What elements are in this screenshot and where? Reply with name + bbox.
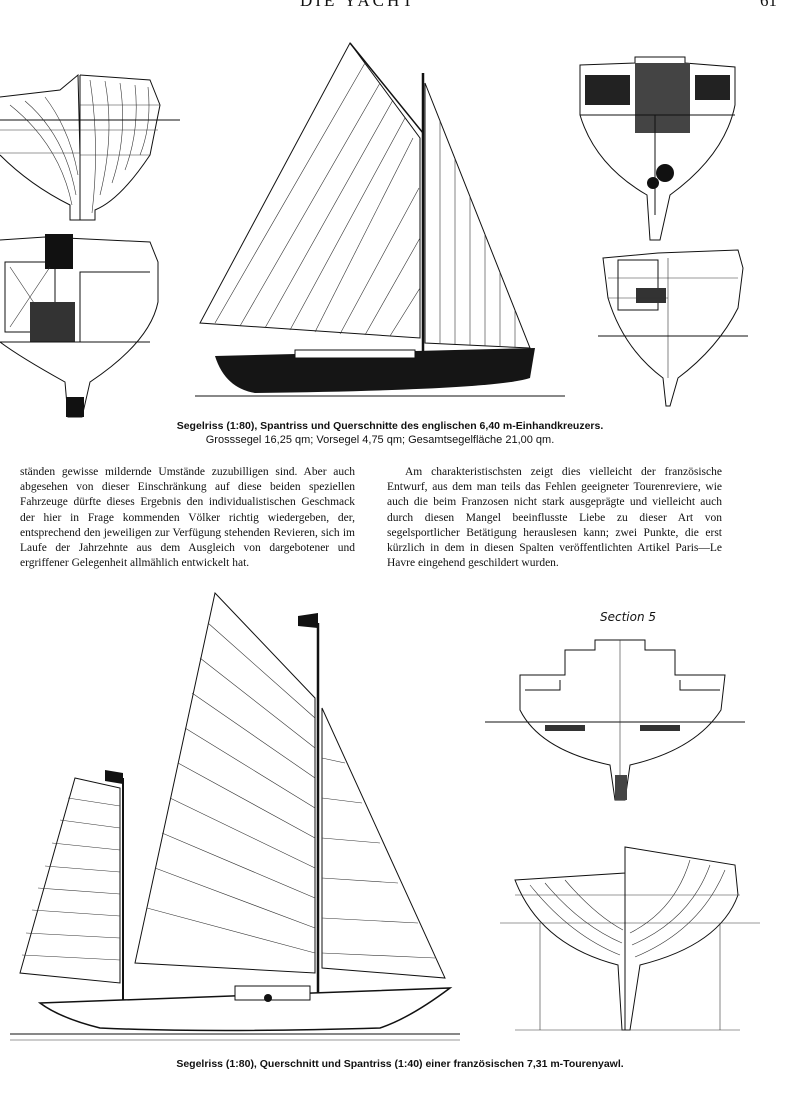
figure1-caption-title: Segelriss (1:80), Spantriss und Querschn… bbox=[176, 420, 604, 432]
cross-section-5-drawing bbox=[485, 639, 745, 801]
body-plan-drawing-top-left bbox=[0, 73, 180, 221]
section-5-label: Section 5 bbox=[600, 610, 657, 624]
sail-plan-french-yawl bbox=[10, 591, 460, 1041]
figure2-caption: Segelriss (1:80), Querschnitt und Spantr… bbox=[176, 1058, 624, 1070]
body-plan-drawing-bottom-right bbox=[500, 846, 760, 1031]
cross-section-drawing-left bbox=[0, 234, 159, 418]
page-number: 61 bbox=[760, 0, 777, 10]
cross-section-drawing-top-right bbox=[579, 56, 736, 241]
journal-title: DIE YACHT bbox=[300, 0, 416, 10]
text-column-left: ständen gewisse mildernde Umstände zuzub… bbox=[20, 466, 355, 570]
sail-plan-english-cruiser bbox=[195, 42, 565, 397]
cross-section-drawing-right bbox=[598, 249, 748, 407]
figure1-caption-sail-areas: Grosssegel 16,25 qm; Vorsegel 4,75 qm; G… bbox=[205, 434, 555, 446]
page-header: DIE YACHT 61 bbox=[0, 0, 799, 10]
text-column-right: Am charakteristischsten zeigt dies viell… bbox=[387, 466, 722, 570]
